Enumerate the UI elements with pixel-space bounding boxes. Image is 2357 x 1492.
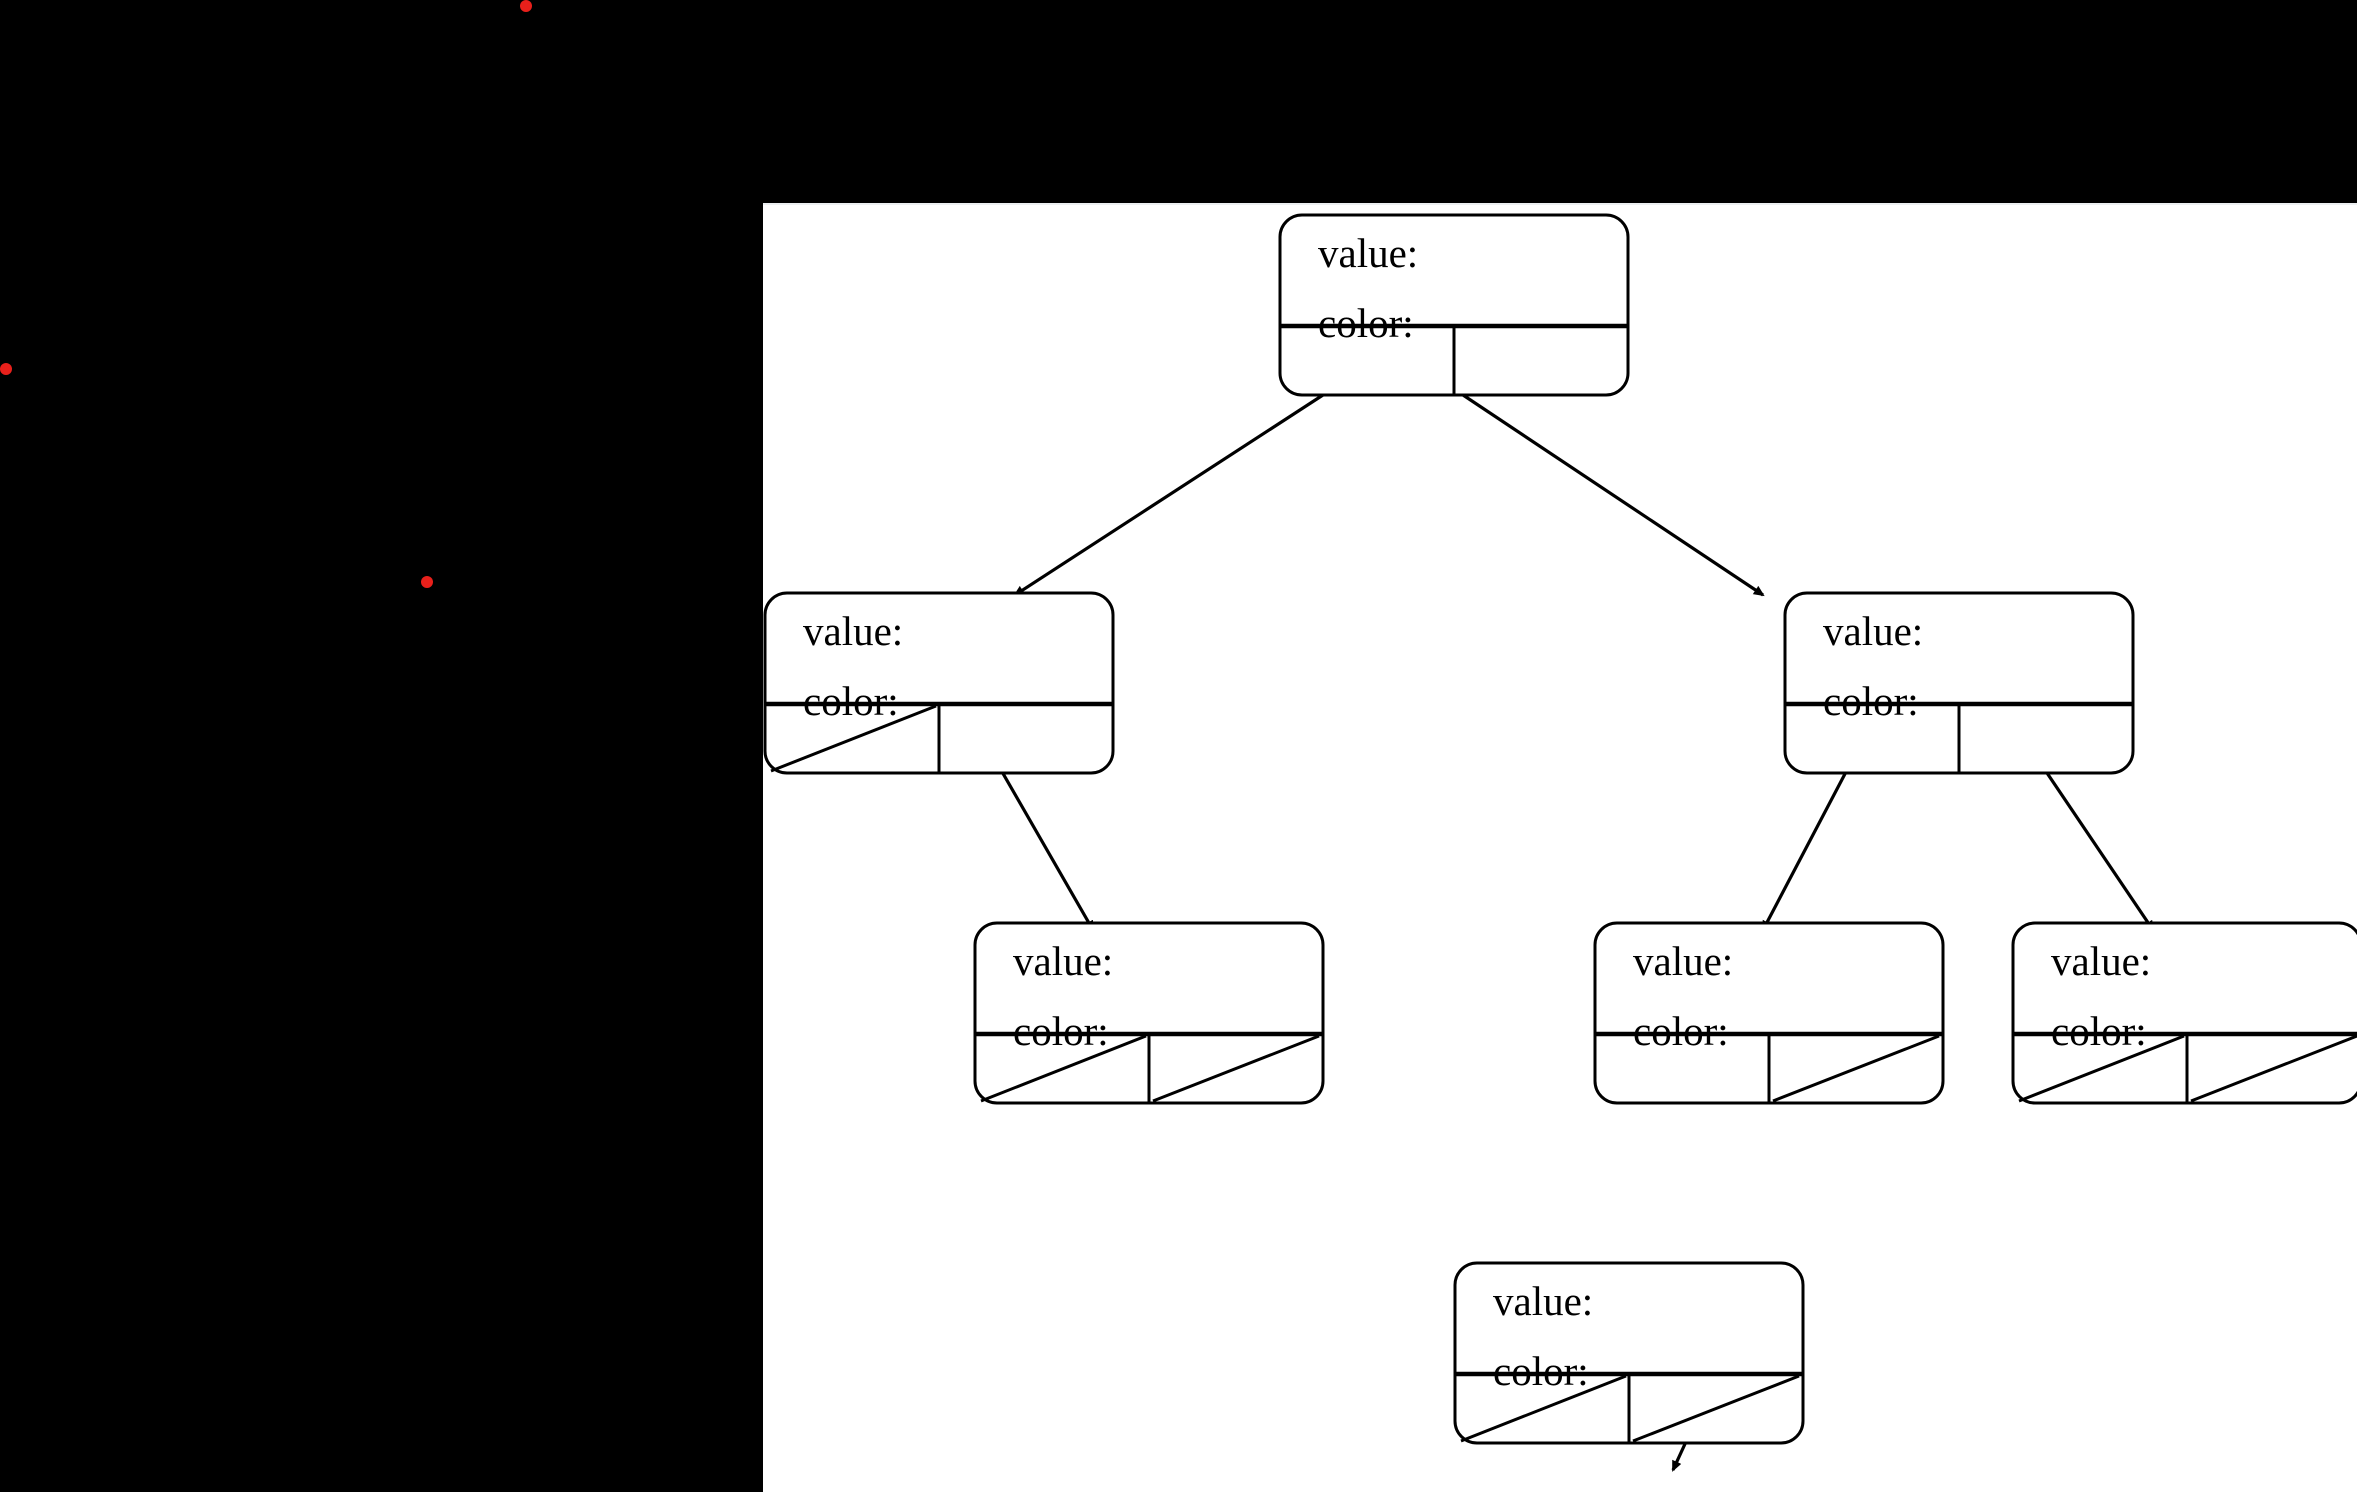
node-color-label: color:	[803, 678, 899, 724]
node-color-label: color:	[1493, 1348, 1589, 1394]
null-pointer-slash-left	[2018, 1034, 2185, 1103]
node-color-label: color:	[1013, 1008, 1109, 1054]
tree-node-root[interactable]: value: color:	[1278, 213, 1630, 397]
null-pointer-slash-right	[1632, 1374, 1800, 1443]
null-pointer-slash-right	[1152, 1034, 1320, 1103]
tree-node-right-left[interactable]: value: color:	[1593, 921, 1945, 1105]
diagram-canvas[interactable]: value: color: value: color: value: color…	[763, 203, 2357, 1492]
tree-node-right[interactable]: value: color:	[1783, 591, 2135, 775]
edge-root-right	[1462, 393, 1765, 597]
tree-node-left[interactable]: value: color:	[763, 591, 1115, 775]
marker-dot-middle	[421, 576, 433, 588]
node-value-label: value:	[803, 608, 903, 654]
tree-diagram-svg: value: color: value: color: value: color…	[763, 213, 2357, 1472]
marker-dot-top	[520, 0, 532, 12]
node-color-label: color:	[2051, 1008, 2147, 1054]
tree-node-right-left-left[interactable]: value: color:	[1453, 1261, 1805, 1445]
node-color-label: color:	[1318, 300, 1414, 346]
null-pointer-slash-left	[1460, 1374, 1627, 1443]
null-pointer-slash-right	[2190, 1034, 2357, 1103]
node-value-label: value:	[1013, 938, 1113, 984]
edge-root-left	[1013, 393, 1324, 597]
node-color-label: color:	[1633, 1008, 1729, 1054]
null-pointer-slash-left	[770, 704, 937, 773]
node-value-label: value:	[1823, 608, 1923, 654]
marker-dot-left	[0, 363, 12, 375]
node-value-label: value:	[1493, 1278, 1593, 1324]
tree-node-right-right[interactable]: value: color:	[2011, 921, 2357, 1105]
node-value-label: value:	[2051, 938, 2151, 984]
node-value-label: value:	[1318, 230, 1418, 276]
node-color-label: color:	[1823, 678, 1919, 724]
null-pointer-slash-right	[1772, 1034, 1940, 1103]
null-pointer-slash-left	[980, 1034, 1147, 1103]
tree-node-left-right[interactable]: value: color:	[973, 921, 1325, 1105]
node-value-label: value:	[1633, 938, 1733, 984]
